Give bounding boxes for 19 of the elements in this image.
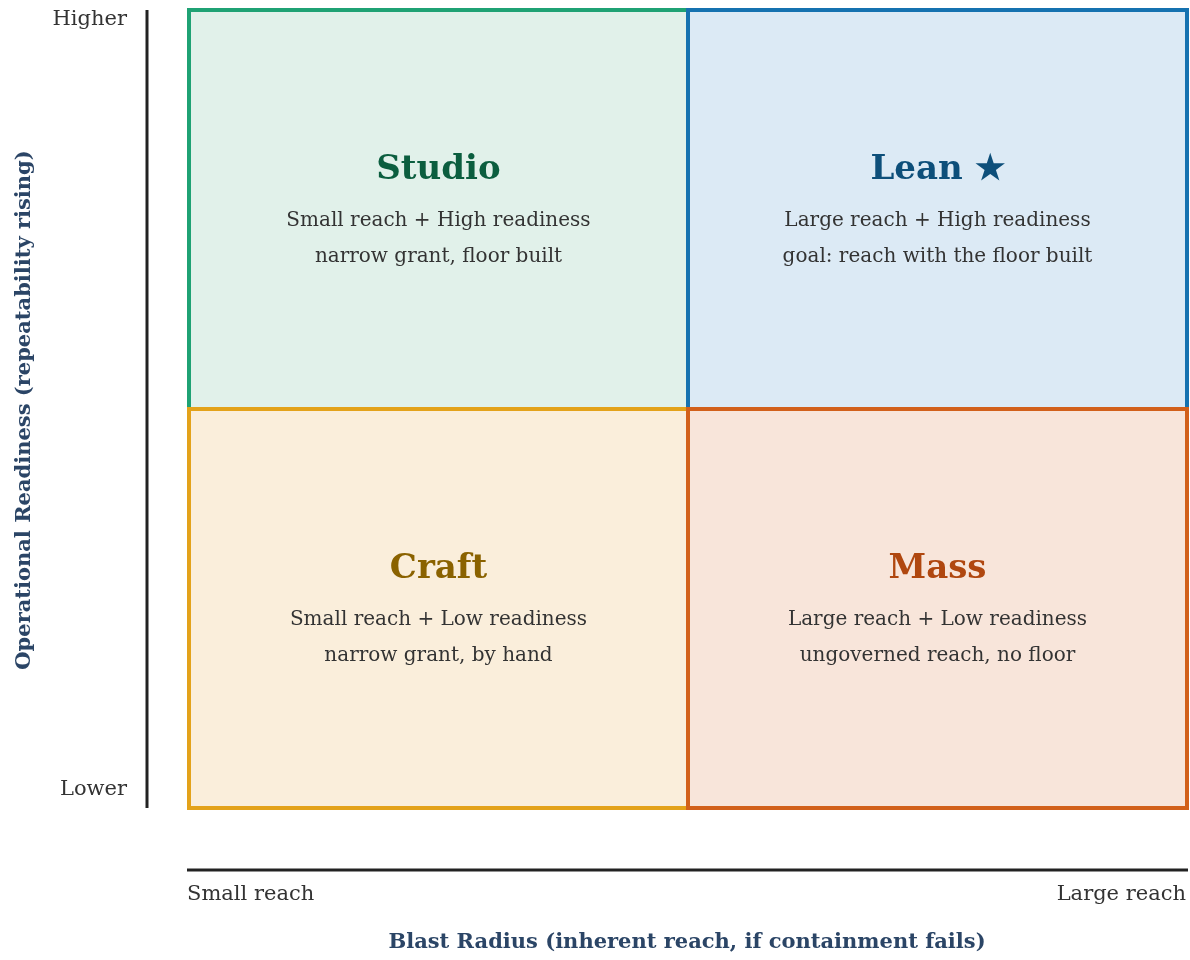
quadrant-description: Small reach + Low readiness bbox=[289, 604, 588, 632]
axis-title: Blast Radius (inherent reach, if containment fails) bbox=[388, 928, 986, 953]
quadrant-description: Large reach + High readiness bbox=[784, 205, 1091, 233]
quadrant-description: narrow grant, by hand bbox=[324, 640, 553, 668]
axis-tick-label: Large reach bbox=[1056, 881, 1186, 905]
quadrant-description: goal: reach with the floor built bbox=[782, 241, 1093, 269]
quadrant-title: Mass bbox=[888, 545, 987, 586]
quadrant-title: Craft bbox=[389, 545, 488, 586]
axis-tick-label: Higher bbox=[52, 6, 127, 30]
quadrant-description: Large reach + Low readiness bbox=[787, 604, 1088, 632]
quadrant-title: Studio bbox=[376, 146, 501, 187]
axis-tick-label: Lower bbox=[59, 776, 127, 800]
quadrant-panel bbox=[686, 407, 1189, 810]
quadrant-description: narrow grant, floor built bbox=[314, 241, 563, 269]
axis-title: Operational Readiness (repeatability rising) bbox=[9, 150, 35, 670]
quadrant-title: Lean ★ bbox=[870, 146, 1005, 187]
axis-tick-label: Small reach bbox=[187, 881, 315, 905]
quadrant-description: ungoverned reach, no floor bbox=[799, 640, 1076, 668]
quadrant-description: Small reach + High readiness bbox=[286, 205, 591, 233]
